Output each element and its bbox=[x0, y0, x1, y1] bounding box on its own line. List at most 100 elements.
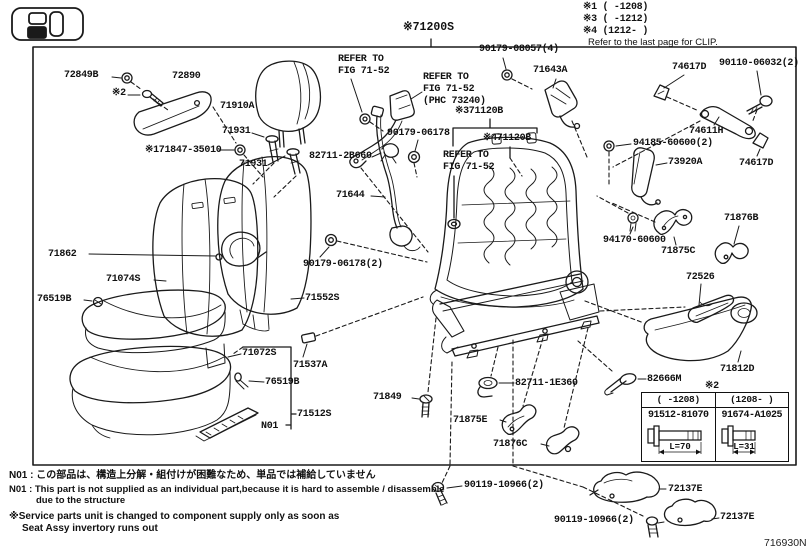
part-label-71074s: 71074S bbox=[106, 274, 141, 285]
part-label-71552s: 71552S bbox=[305, 293, 340, 304]
variant-bolt-late: L=31 bbox=[716, 422, 789, 461]
part-label-refertofig7152: REFER TO FIG 71-52 bbox=[443, 150, 495, 173]
leader-lines bbox=[83, 57, 762, 524]
variant-bolt-early: L=70 bbox=[642, 422, 715, 461]
seat-position-icon bbox=[11, 7, 84, 41]
part-label-827112b660: 82711-2B660 bbox=[309, 151, 372, 162]
slide-rail-drawing bbox=[195, 407, 259, 442]
part-label-72137e: 72137E bbox=[720, 512, 755, 523]
revision-note-1: ※1 ( -1208) bbox=[583, 2, 649, 13]
seatback-cover-drawing bbox=[152, 177, 259, 337]
handle-73920a-drawing bbox=[631, 147, 661, 206]
clip-74617d-2-drawing bbox=[752, 132, 769, 149]
bolt-length-label: L=70 bbox=[669, 442, 691, 452]
part-label-71862: 71862 bbox=[48, 249, 77, 260]
variant-column-late: (1208- ) 91674-A1025 L=31 bbox=[715, 393, 789, 461]
note-n01-japanese: N01 : この部品は、構造上分解・組付けが困難なため、単品では補給していません bbox=[9, 470, 376, 481]
part-label-71643a: 71643A bbox=[533, 65, 568, 76]
lumbar-adjuster-drawing bbox=[544, 80, 581, 130]
part-label-72137e: 72137E bbox=[668, 484, 703, 495]
bolt-90119-drawing bbox=[431, 481, 448, 506]
clip-note: Refer to the last page for CLIP. bbox=[588, 37, 718, 48]
variant-range-early: ( -1208) bbox=[642, 393, 715, 408]
bracket-71876c-drawing bbox=[545, 426, 580, 455]
headrest-support-drawing-2 bbox=[286, 148, 301, 175]
part-label-71512s: 71512S bbox=[297, 409, 332, 420]
part-label-73920a: 73920A bbox=[668, 157, 703, 168]
screw-x2-drawing bbox=[141, 89, 164, 107]
bracket-lines-71120b bbox=[452, 118, 538, 159]
part-label-76519b: 76519B bbox=[265, 377, 300, 388]
armrest-drawing bbox=[133, 91, 212, 136]
part-label-72526: 72526 bbox=[686, 272, 715, 283]
shield-72526-drawing bbox=[687, 294, 758, 324]
note-n01-english: N01 : This part is not supplied as an in… bbox=[9, 484, 445, 495]
variant-part-late: 91674-A1025 bbox=[721, 410, 782, 421]
bracket-71876b-drawing bbox=[714, 242, 749, 265]
diagram-border bbox=[32, 46, 797, 466]
dashed-connectors bbox=[130, 78, 758, 517]
part-label-71876c: 71876C bbox=[493, 439, 528, 450]
clip-71537a-drawing bbox=[300, 332, 317, 344]
part-label-90179080574: 90179-08057(4) bbox=[479, 44, 559, 55]
cushion-pad-drawing bbox=[69, 345, 232, 439]
part-label-71200s: ※71200S bbox=[403, 21, 455, 34]
variant-column-early: ( -1208) 91512-81070 L=70 bbox=[642, 393, 716, 461]
shield-71812d-drawing bbox=[643, 296, 752, 362]
part-label-71072s: 71072S bbox=[242, 348, 277, 359]
part-label-471120b: ※471120B bbox=[483, 133, 531, 144]
variant-part-early: 91512-81070 bbox=[647, 410, 709, 421]
cover-72137e-drawing bbox=[589, 471, 661, 503]
revision-note-2: ※3 ( -1212) bbox=[583, 14, 649, 25]
screw-76519b-drawing bbox=[92, 296, 104, 308]
seat-frame-drawing bbox=[429, 132, 600, 359]
part-label-refertofig7152phc73240: REFER TO FIG 71-52 (PHC 73240) bbox=[423, 72, 486, 107]
bolt-length-drawing: L=70 bbox=[647, 425, 702, 455]
bolt-94170-drawing bbox=[627, 212, 639, 232]
nut-90179-06178-2-drawing bbox=[324, 233, 338, 247]
part-label-76519b: 76519B bbox=[37, 294, 72, 305]
nut-90179-06178-drawing bbox=[407, 150, 421, 164]
part-label-90119109662: 90119-10966(2) bbox=[554, 515, 634, 526]
headrest-support-drawing bbox=[265, 135, 279, 163]
seatback-pad-drawing bbox=[217, 155, 312, 332]
part-label-17184735010: ※171847-35010 bbox=[145, 145, 222, 156]
part-label-71812d: 71812D bbox=[720, 364, 755, 375]
part-label-90119109662: 90119-10966(2) bbox=[464, 480, 544, 491]
nut-94185-drawing bbox=[603, 140, 615, 152]
drawing-number: 716930N bbox=[764, 537, 807, 549]
part-label-n01: N01 bbox=[261, 421, 279, 432]
hinge-arm-74611h-drawing bbox=[699, 106, 756, 140]
screw-71849-drawing bbox=[419, 394, 433, 418]
part-label-71910a: 71910A bbox=[220, 101, 255, 112]
nut-90179-08057-drawing bbox=[501, 69, 513, 81]
clip-82711-1e360-drawing bbox=[477, 376, 498, 398]
part-label-71875e: 71875E bbox=[453, 415, 488, 426]
cover-72137e-2-drawing bbox=[663, 498, 717, 527]
bolt-variant-table: ( -1208) 91512-81070 L=70 bbox=[641, 392, 789, 462]
bracket-82666m-drawing bbox=[604, 373, 637, 396]
part-label-82666m: 82666M bbox=[647, 374, 682, 385]
part-label-72890: 72890 bbox=[172, 71, 201, 82]
bracket-lines-71512s bbox=[242, 346, 297, 430]
part-label-71876b: 71876B bbox=[724, 213, 759, 224]
seatbelt-buckle-drawing bbox=[349, 90, 415, 169]
part-label-74617d: 74617D bbox=[672, 62, 707, 73]
clip-74617d-drawing bbox=[653, 84, 670, 101]
part-label-2: ※2 bbox=[112, 88, 126, 99]
bolt-90119-2-drawing bbox=[645, 516, 659, 538]
part-label-71931: 71931 bbox=[239, 159, 268, 170]
nut-71847-drawing bbox=[234, 144, 246, 156]
part-label-90179061782: 90179-06178(2) bbox=[303, 259, 383, 270]
part-label-74611h: 74611H bbox=[689, 126, 724, 137]
note-n01-english-2: due to the structure bbox=[36, 495, 126, 506]
belt-guide-drawing bbox=[215, 231, 267, 267]
bolt-90110-06032-drawing bbox=[746, 95, 773, 115]
cushion-cover-drawing bbox=[81, 289, 226, 369]
part-label-refertofig7152: REFER TO FIG 71-52 bbox=[338, 54, 390, 77]
part-label-71931: 71931 bbox=[222, 126, 251, 137]
part-label-71644: 71644 bbox=[336, 190, 365, 201]
screw-76519b-2-drawing bbox=[234, 372, 249, 390]
